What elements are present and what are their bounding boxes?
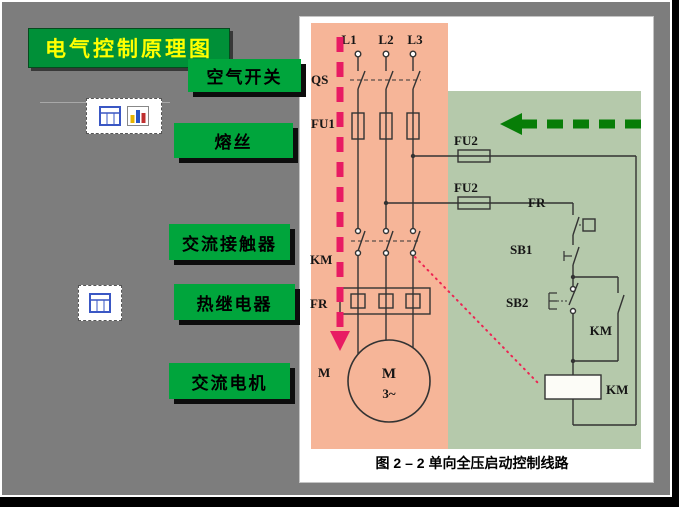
sb1-label: SB1: [510, 242, 532, 257]
embedded-objects-box-2[interactable]: [78, 285, 122, 321]
circuit-diagram: L1 L2 L3 QS FU1 FU2 FU2 KM FR M M 3~ FR …: [310, 23, 641, 471]
km-aux-label: KM: [590, 323, 612, 338]
presentation-slide: 电气控制原理图: [0, 0, 672, 497]
junction-dots: [383, 153, 576, 364]
label-ac-motor[interactable]: 交流电机: [169, 363, 290, 399]
label-air-switch[interactable]: 空气开关: [188, 59, 301, 92]
km-main-label: KM: [310, 252, 332, 267]
sb2-label: SB2: [506, 295, 528, 310]
fu1-label: FU1: [311, 116, 335, 131]
motor-m-label: M: [382, 366, 396, 382]
main-circuit: [339, 50, 636, 423]
control-circuit: [544, 156, 637, 426]
phase-label-l1: L1: [341, 32, 356, 47]
main-circuit-highlight-band: [311, 23, 448, 449]
slide-title: 电气控制原理图: [45, 38, 213, 61]
chart-icon[interactable]: [127, 106, 149, 126]
motor-side-label: M: [318, 365, 330, 380]
motor-phase-label: 3~: [382, 386, 396, 401]
fr-ctrl-label: FR: [528, 195, 546, 210]
fu2-bottom-label: FU2: [454, 180, 478, 195]
label-ac-contactor[interactable]: 交流接触器: [169, 224, 290, 260]
label-fuse[interactable]: 熔丝: [174, 123, 293, 158]
fr-main-label: FR: [310, 296, 328, 311]
figure-caption: 图 2 – 2 单向全压启动控制线路: [376, 455, 570, 471]
label-thermal-relay[interactable]: 热继电器: [174, 284, 295, 320]
slide-title-box[interactable]: 电气控制原理图: [28, 28, 230, 68]
embedded-objects-box-1[interactable]: [86, 98, 162, 134]
linkage-dotted-line: [414, 256, 539, 384]
table-icon[interactable]: [99, 106, 121, 126]
fu2-top-label: FU2: [454, 133, 478, 148]
km-coil-label: KM: [606, 382, 628, 397]
phase-label-l2: L2: [378, 32, 393, 47]
phase-label-l3: L3: [407, 32, 423, 47]
table-icon[interactable]: [89, 293, 111, 313]
qs-label: QS: [311, 72, 328, 87]
control-flow-arrow: [500, 113, 641, 135]
circuit-figure-panel: L1 L2 L3 QS FU1 FU2 FU2 KM FR M M 3~ FR …: [299, 16, 654, 483]
main-circuit-arrow: [330, 37, 350, 351]
